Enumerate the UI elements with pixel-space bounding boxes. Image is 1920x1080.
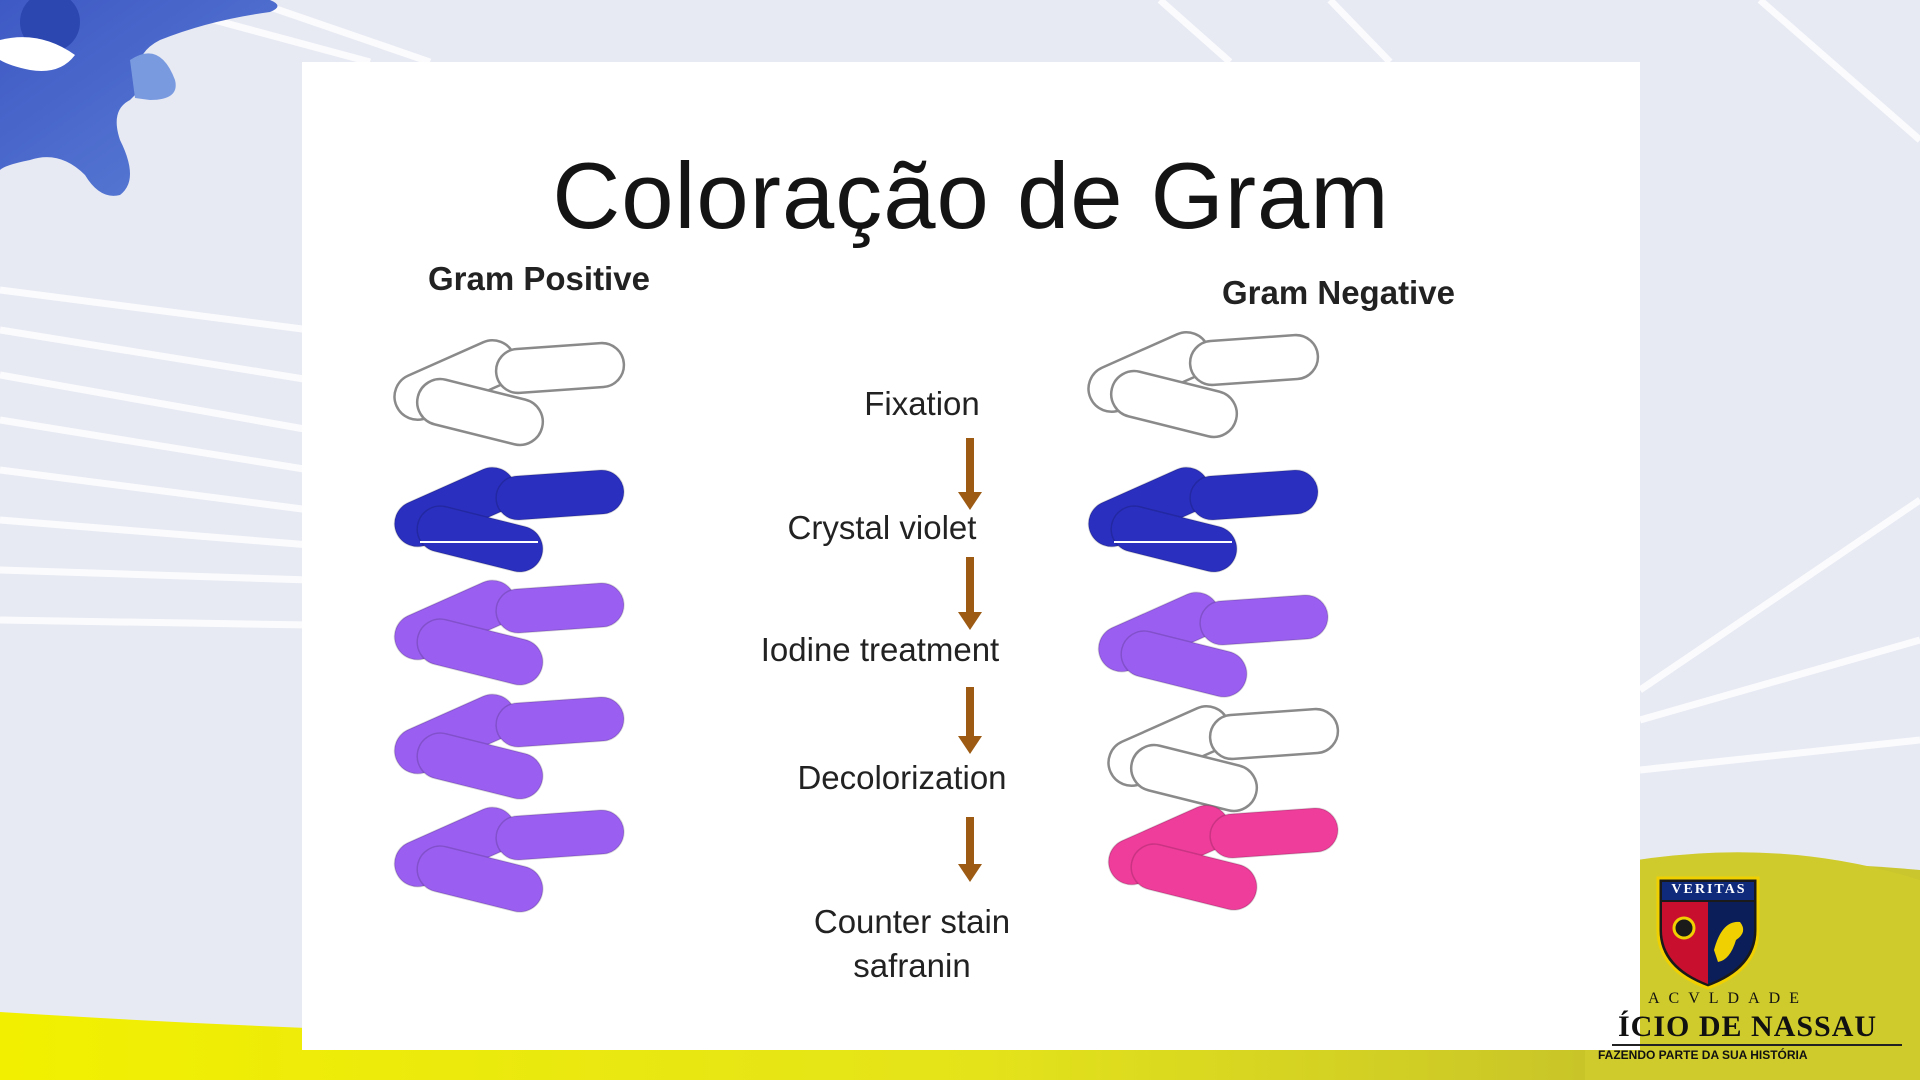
gram-positive-heading: Gram Positive [428, 260, 650, 298]
step-fixation: Fixation [722, 382, 1122, 426]
iodine-purple-rod [1199, 594, 1330, 647]
process-arrow-3 [958, 687, 982, 754]
gram-positive-cluster-1 [387, 333, 625, 450]
crystal-violet-rod [1189, 469, 1320, 522]
crystal-violet-rod [495, 469, 626, 522]
iodine-purple-rod [495, 696, 626, 749]
step-crystal-violet: Crystal violet [682, 506, 1082, 550]
gram-positive-cluster-5 [387, 800, 625, 917]
faculty-label: ACVLDADE [1648, 990, 1808, 1008]
outline-rod [1209, 708, 1340, 761]
process-arrow-1 [958, 438, 982, 510]
gram-positive-cluster-2 [387, 460, 625, 577]
gram-positive-cluster-3 [387, 573, 625, 690]
process-arrow-4 [958, 817, 982, 882]
iodine-purple-rod [495, 582, 626, 635]
institution-name: ÍCIO DE NASSAU [1618, 1010, 1877, 1044]
arrow-head [958, 864, 982, 882]
brand-star-logo [0, 0, 290, 210]
gram-negative-heading: Gram Negative [1222, 274, 1455, 312]
iodine-purple-rod [495, 809, 626, 862]
arrow-shaft [966, 687, 974, 738]
arrow-shaft [966, 438, 974, 494]
slide-title: Coloração de Gram [302, 142, 1640, 250]
step-counter-stain-safranin: Counter stain safranin [682, 900, 1142, 988]
step-iodine-treatment: Iodine treatment [660, 628, 1100, 672]
safranin-pink-rod [1209, 807, 1340, 860]
gram-negative-cluster-5 [1101, 798, 1339, 915]
outline-rod [495, 342, 626, 395]
step-decolorization: Decolorization [682, 756, 1122, 800]
arrow-shaft [966, 557, 974, 614]
gram-negative-cluster-4 [1101, 699, 1339, 816]
institution-logo: VERITAS ACVLDADE ÍCIO DE NASSAU FAZENDO … [1598, 870, 1920, 1070]
crest-motto: VERITAS [1668, 882, 1750, 898]
gram-negative-cluster-3 [1091, 585, 1329, 702]
logo-divider [1612, 1044, 1902, 1046]
gram-negative-cluster-2 [1081, 460, 1319, 577]
arrow-head [958, 736, 982, 754]
gram-stain-figure: Coloração de Gram Gram Positive Gram Neg… [302, 62, 1640, 1050]
arrow-shaft [966, 817, 974, 866]
gram-positive-cluster-4 [387, 687, 625, 804]
institution-tagline: FAZENDO PARTE DA SUA HISTÓRIA [1598, 1048, 1808, 1062]
outline-rod [1189, 334, 1320, 387]
process-arrow-2 [958, 557, 982, 630]
